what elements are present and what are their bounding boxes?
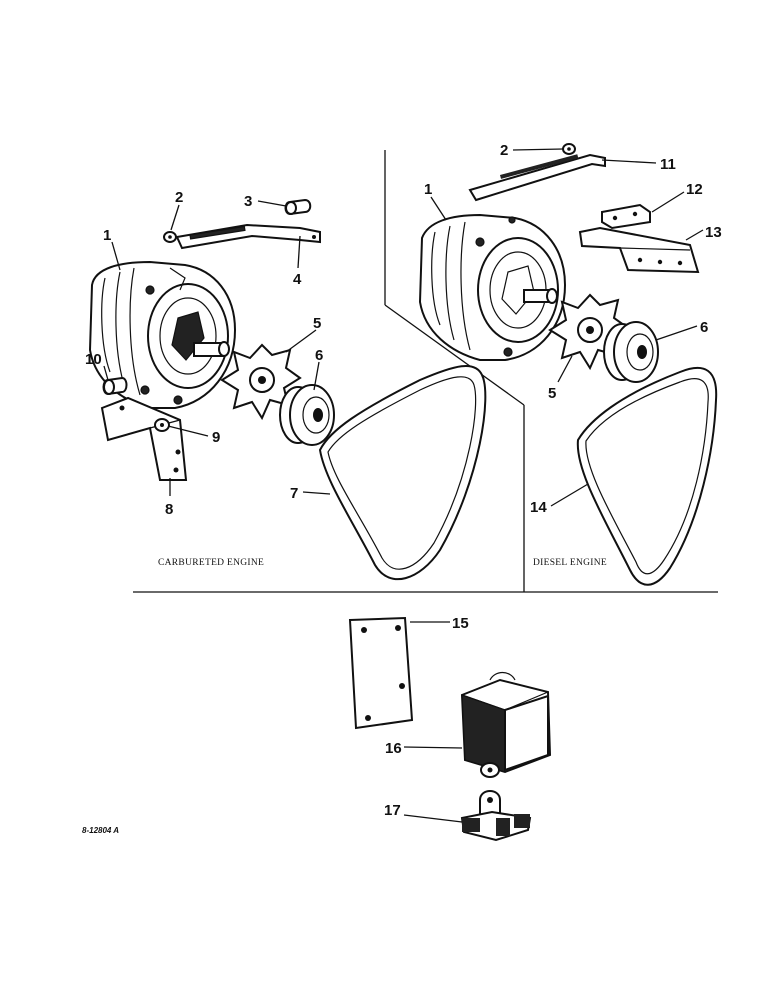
callout-1-left: 1	[103, 227, 111, 244]
caption-diesel-engine: DIESEL ENGINE	[533, 558, 607, 568]
section-dividers	[133, 150, 718, 593]
bolt-10	[102, 376, 128, 396]
callout-14: 14	[530, 499, 547, 516]
callout-8: 8	[165, 501, 173, 518]
callout-3: 3	[244, 193, 252, 210]
callout-1-right: 1	[424, 181, 432, 198]
brace-11	[468, 153, 606, 202]
alternator-right	[418, 213, 567, 361]
washer-2-right	[562, 143, 576, 155]
callout-16: 16	[385, 740, 402, 757]
leader-lines	[103, 148, 704, 823]
reference-number: 8-12804 A	[82, 826, 119, 835]
callout-13: 13	[705, 224, 722, 241]
belt-14	[576, 367, 718, 586]
callout-15: 15	[452, 615, 469, 632]
callout-6-left: 6	[315, 347, 323, 364]
brace-4	[175, 223, 321, 250]
callout-11: 11	[660, 156, 676, 173]
callout-5-right: 5	[548, 385, 556, 402]
bracket-8	[100, 396, 188, 481]
pulley-right	[603, 321, 659, 383]
alternator-left	[88, 260, 237, 409]
connector-17	[460, 790, 532, 842]
callout-2-left: 2	[175, 189, 183, 206]
callout-9: 9	[212, 429, 220, 446]
spacer-3	[284, 198, 312, 216]
callout-17: 17	[384, 802, 401, 819]
regulator-16	[460, 671, 552, 778]
callout-2-right: 2	[500, 142, 508, 159]
belt-7	[318, 364, 487, 581]
callouts: 2 3 1 4 5 6 10 9 8 7 2 11 1 12 13 6 5 14…	[85, 142, 722, 819]
divider-diagonal	[384, 304, 525, 406]
washer-2-left	[163, 231, 177, 243]
bracket-13	[578, 226, 700, 274]
fan-left	[220, 343, 302, 421]
callout-12: 12	[686, 181, 703, 198]
callout-5-left: 5	[313, 315, 321, 332]
callout-4: 4	[293, 271, 302, 288]
pulley-left	[279, 384, 335, 446]
washer-9	[154, 418, 170, 432]
callout-10: 10	[85, 351, 102, 368]
callout-6-right: 6	[700, 319, 708, 336]
spacer-12	[601, 203, 651, 230]
plate-15	[348, 616, 414, 730]
callout-7: 7	[290, 485, 298, 502]
caption-carbureted-engine: CARBURETED ENGINE	[158, 558, 264, 568]
